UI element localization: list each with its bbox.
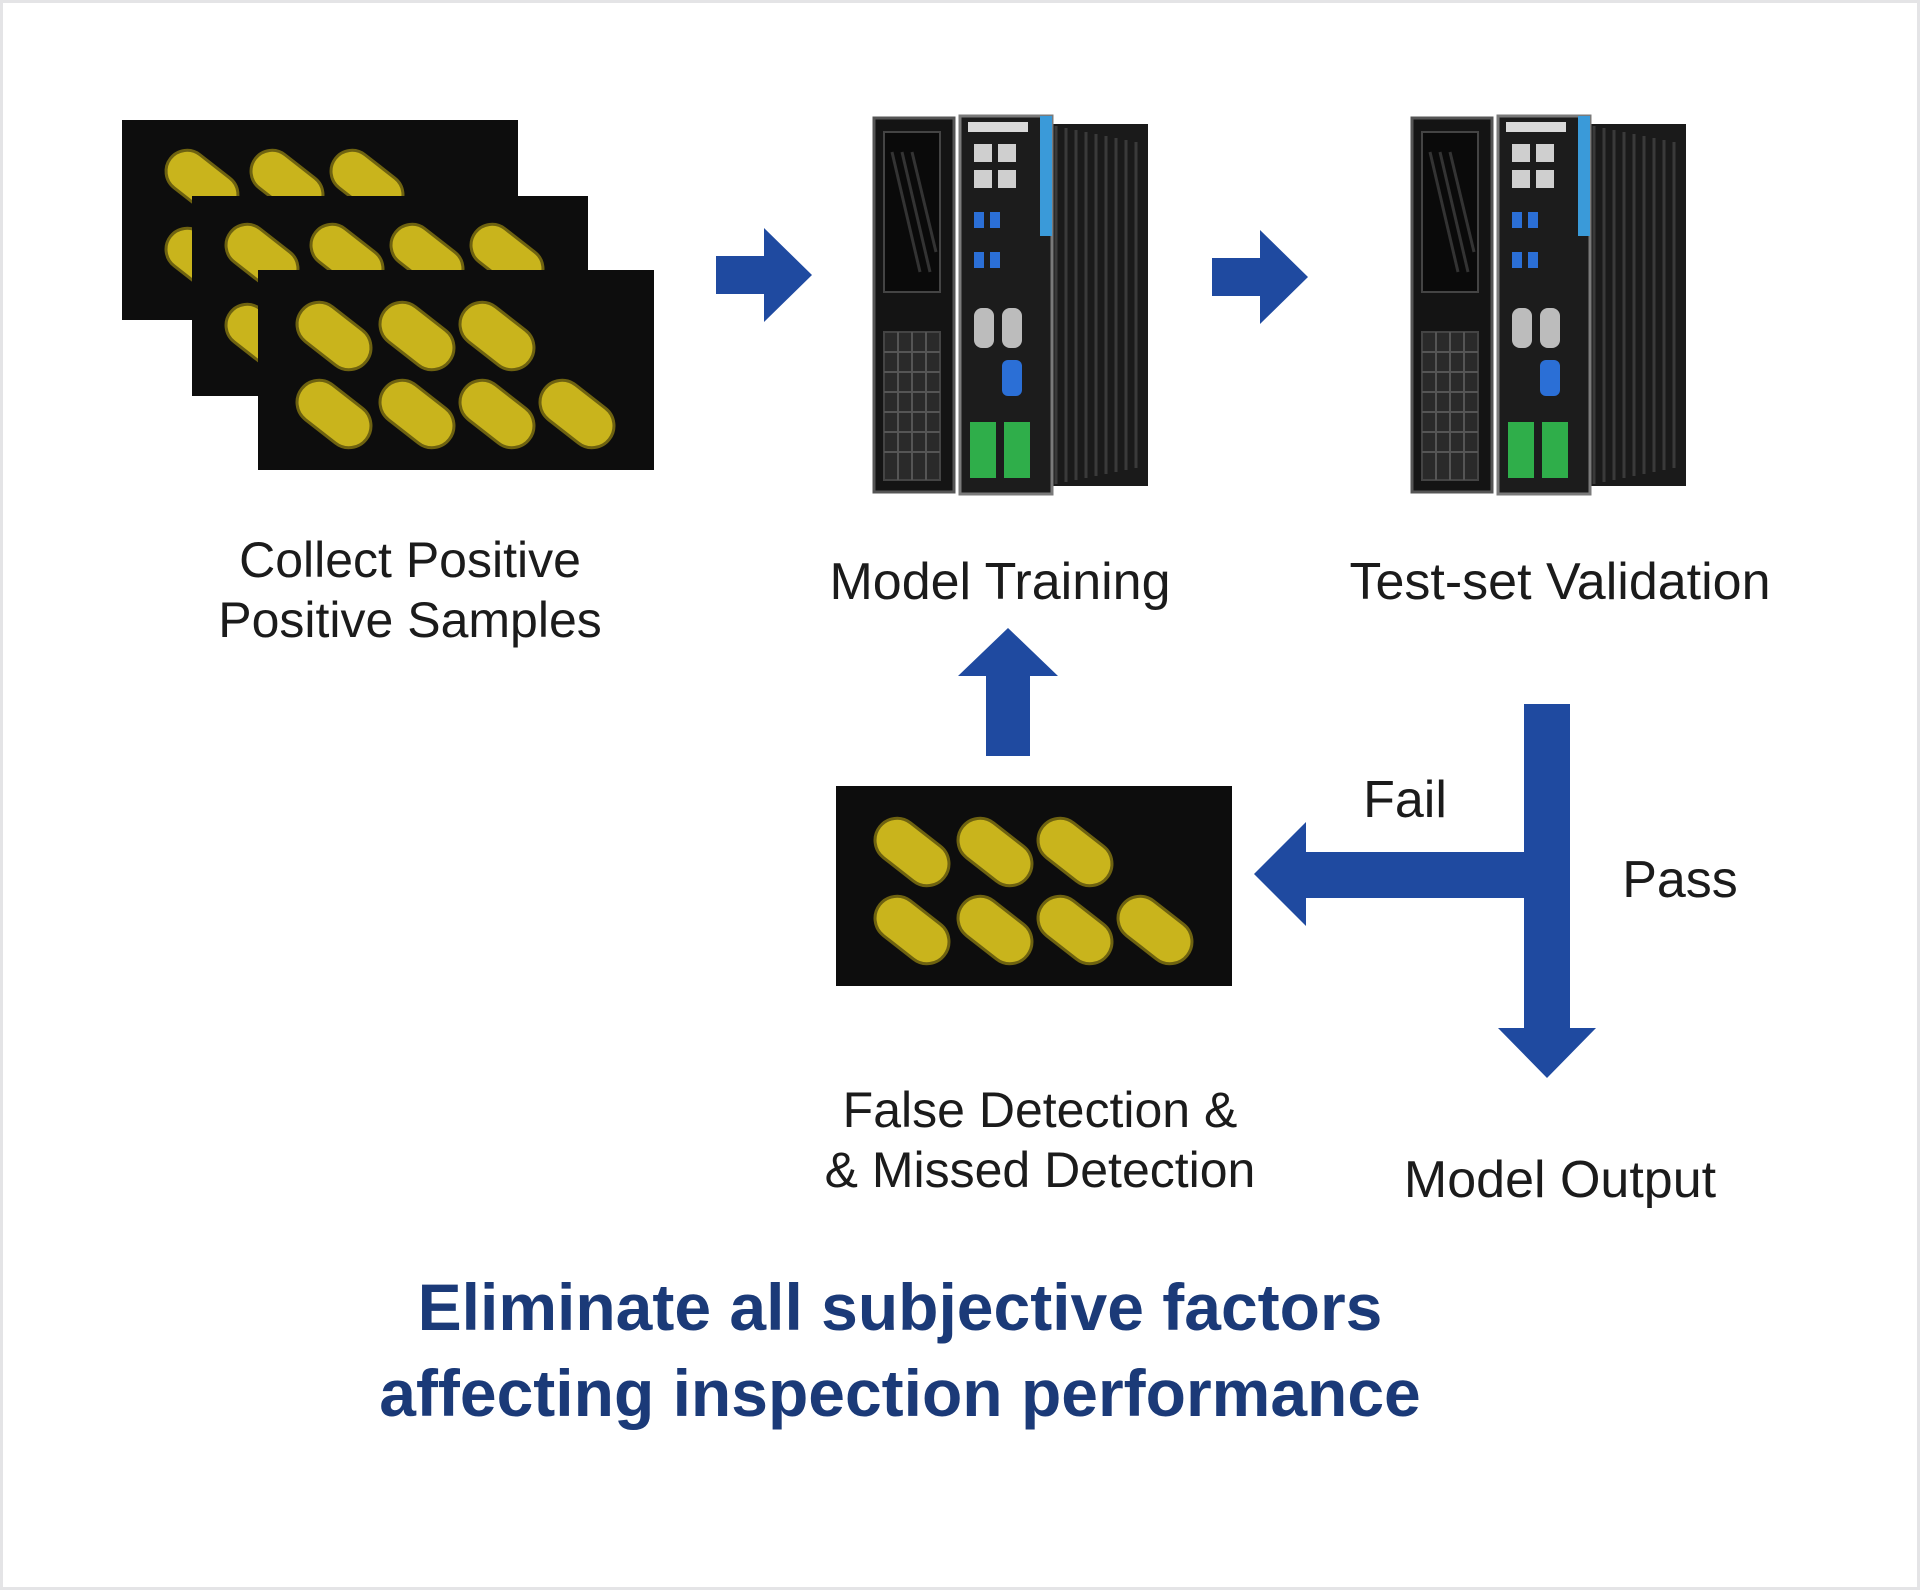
tagline-line2: affecting inspection performance [379,1356,1421,1430]
industrial-pc-training [872,114,1148,496]
false-detection-image [836,786,1232,986]
model-training-label: Model Training [829,553,1171,611]
false-detection-line1: False Detection & [842,1082,1238,1138]
arrow-right-1 [716,228,812,322]
industrial-pc-validation [1410,114,1686,496]
tagline-line1: Eliminate all subjective factors [417,1270,1383,1344]
false-detection-label: False Detection & & Missed Detection [760,1080,1320,1200]
sample-image-front [258,270,654,470]
arrow-up [958,628,1058,756]
model-output-label: Model Output [1403,1151,1717,1209]
arrow-right-2 [1212,230,1308,324]
false-detection-line2: & Missed Detection [824,1142,1256,1198]
fail-label: Fail [1363,771,1447,829]
collect-samples-line2: Positive Samples [218,592,602,648]
test-set-validation-label: Test-set Validation [1349,553,1771,611]
tagline: Eliminate all subjective factors affecti… [200,1264,1600,1436]
collect-samples-line1: Collect Positive [239,532,581,588]
validation-branch-arrows [1254,704,1596,1078]
collect-samples-label: Collect Positive Positive Samples [130,530,690,650]
pass-label: Pass [1622,851,1738,909]
